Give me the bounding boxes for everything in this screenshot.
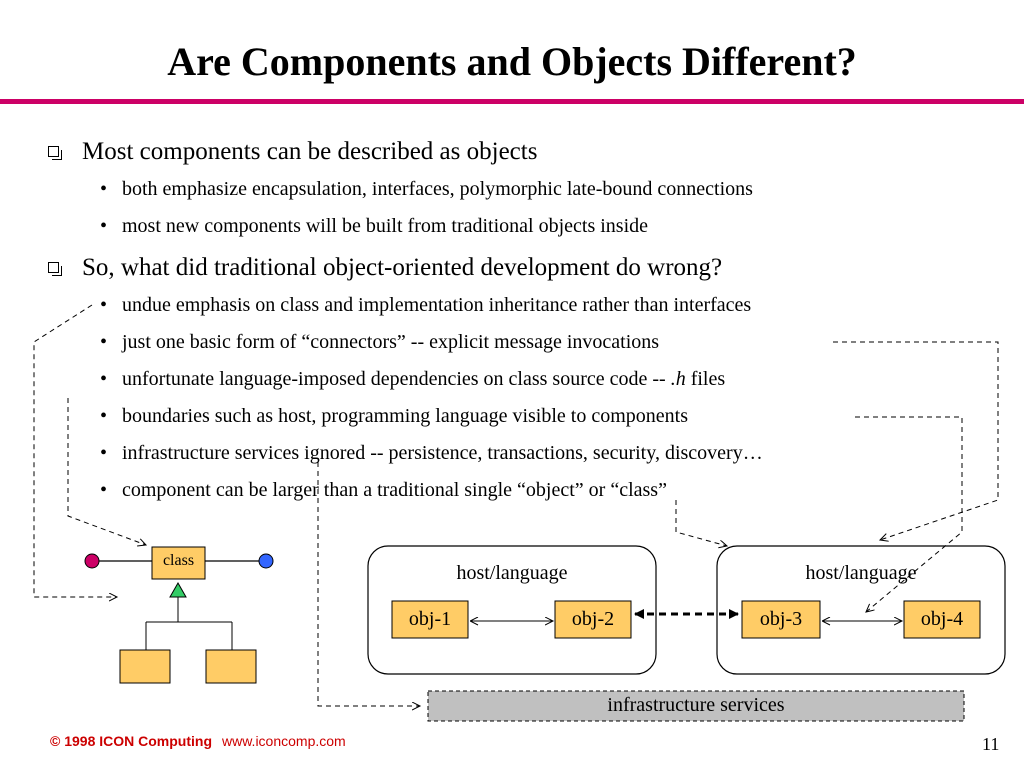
callout-boundaries	[855, 416, 963, 612]
dot-bullet-icon: •	[100, 442, 108, 464]
obj-3-label: obj-3	[759, 608, 803, 630]
right-interface-dot	[258, 553, 274, 569]
dot-bullet-icon: •	[100, 294, 108, 316]
inheritance-triangle	[169, 581, 187, 598]
obj-2-box	[554, 600, 632, 639]
bullet-1: Most components can be described as obje…	[82, 138, 538, 165]
callout-component-size	[675, 500, 727, 546]
host-label-1: host/language	[456, 562, 568, 584]
sub-bullet-2-6: component can be larger than a tradition…	[122, 479, 667, 501]
footer-url[interactable]: www.iconcomp.com	[222, 733, 346, 749]
slide-title: Are Components and Objects Different?	[167, 39, 857, 84]
square-bullet-icon	[48, 146, 62, 160]
infrastructure-label: infrastructure services	[607, 694, 785, 716]
dot-bullet-icon: •	[100, 178, 108, 200]
dot-bullet-icon: •	[100, 368, 108, 390]
obj-4-label: obj-4	[920, 608, 964, 630]
subclass-box-2	[205, 649, 257, 684]
callout-connectors	[833, 341, 999, 540]
sub-bullet-2-3: unfortunate language-imposed dependencie…	[122, 368, 726, 390]
page-number: 11	[982, 734, 1000, 754]
host-label-2: host/language	[805, 562, 917, 584]
dot-bullet-icon: •	[100, 215, 108, 237]
sub-bullet-2-1: undue emphasis on class and implementati…	[122, 294, 752, 316]
sub-bullet-2-2: just one basic form of “connectors” -- e…	[122, 331, 660, 353]
class-box	[151, 546, 206, 580]
sub-bullet-2-4: boundaries such as host, programming lan…	[122, 405, 689, 427]
class-label: class	[162, 552, 195, 569]
obj-2-label: obj-2	[571, 608, 615, 630]
subclass-box-1	[119, 649, 171, 684]
bullet-2: So, what did traditional object-oriented…	[82, 254, 723, 281]
sub-bullet-1-1: both emphasize encapsulation, interfaces…	[122, 178, 753, 200]
obj-1-label: obj-1	[408, 608, 452, 630]
left-interface-dot	[84, 553, 100, 569]
infrastructure-bar	[427, 690, 965, 722]
sub-bullet-2-5: infrastructure services ignored -- persi…	[122, 442, 763, 464]
dot-bullet-icon: •	[100, 479, 108, 501]
dot-bullet-icon: •	[100, 405, 108, 427]
obj-4-box	[903, 600, 981, 639]
obj-1-box	[391, 600, 469, 639]
callout-dependencies	[67, 398, 146, 545]
callout-inheritance	[33, 304, 117, 597]
square-bullet-icon	[48, 262, 62, 276]
dot-bullet-icon: •	[100, 331, 108, 353]
obj-3-box	[741, 600, 821, 639]
sub-bullet-1-2: most new components will be built from t…	[122, 215, 649, 237]
title-rule	[0, 99, 1024, 104]
callout-infrastructure	[317, 462, 420, 706]
